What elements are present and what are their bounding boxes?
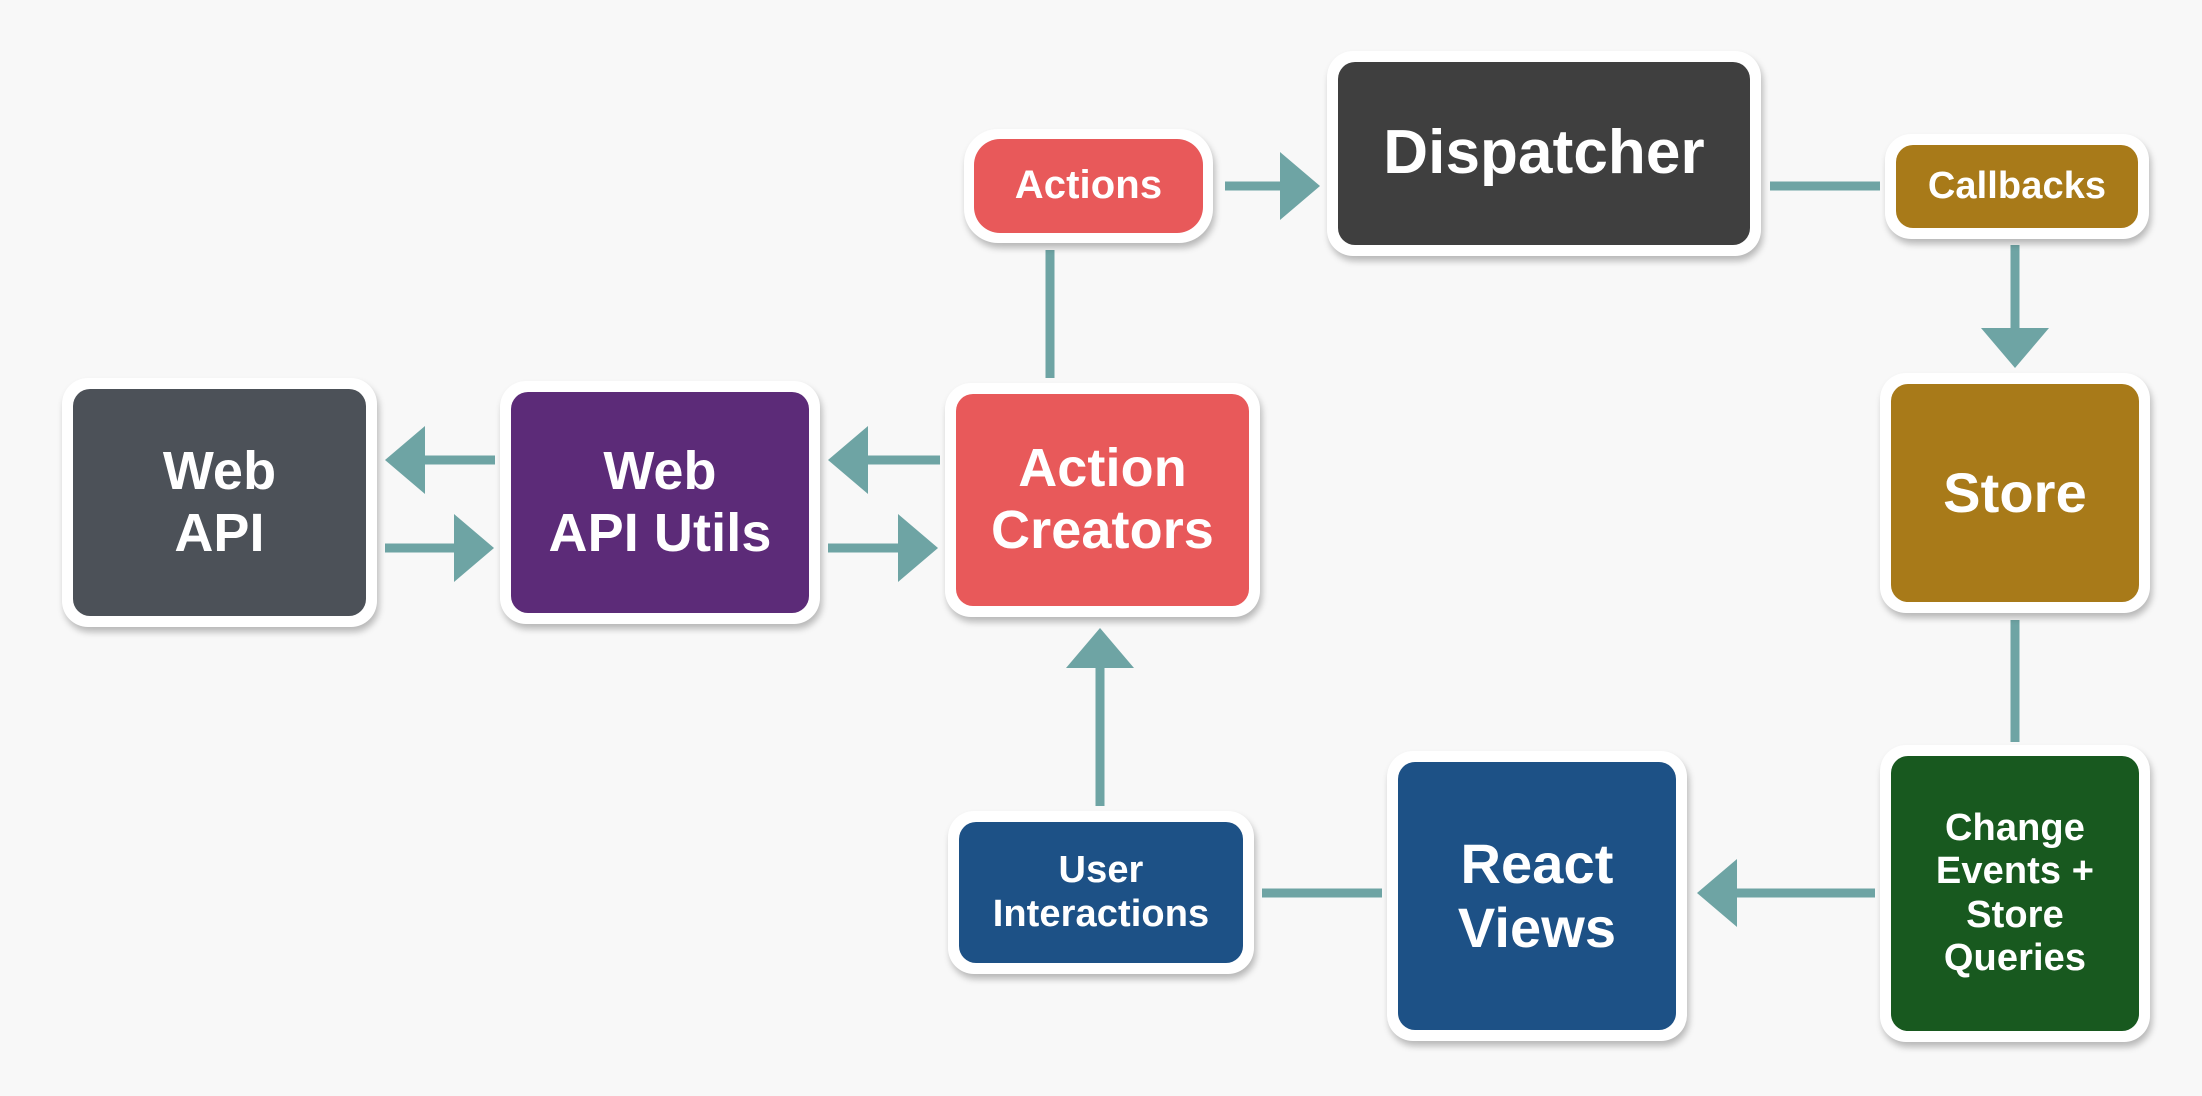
node-label-react-views: React Views: [1398, 762, 1676, 1030]
node-callbacks[interactable]: Callbacks: [1885, 134, 2149, 239]
node-user-interactions[interactable]: User Interactions: [948, 811, 1254, 974]
node-react-views[interactable]: React Views: [1387, 751, 1687, 1041]
node-label-web-api-utils: Web API Utils: [511, 392, 809, 613]
connector-change-events-to-react-views: [1697, 859, 1875, 927]
node-label-actions: Actions: [974, 139, 1203, 233]
connector-web-api-utils-to-action-creators: [828, 514, 938, 582]
arrowhead-icon: [1981, 328, 2049, 368]
arrowhead-icon: [454, 514, 494, 582]
node-store[interactable]: Store: [1880, 373, 2150, 613]
node-dispatcher[interactable]: Dispatcher: [1327, 51, 1761, 256]
connector-actions-to-dispatcher: [1225, 152, 1320, 220]
arrowhead-icon: [1697, 859, 1737, 927]
node-label-dispatcher: Dispatcher: [1338, 62, 1750, 245]
arrowhead-icon: [1280, 152, 1320, 220]
arrowhead-icon: [898, 514, 938, 582]
node-label-change-events-store-queries: Change Events + Store Queries: [1891, 756, 2139, 1031]
arrowhead-icon: [828, 426, 868, 494]
node-action-creators[interactable]: Action Creators: [945, 383, 1260, 617]
node-change-events-store-queries[interactable]: Change Events + Store Queries: [1880, 745, 2150, 1042]
node-label-callbacks: Callbacks: [1896, 145, 2138, 228]
connector-web-api-utils-to-web-api: [385, 426, 495, 494]
connector-action-creators-to-web-api-utils: [828, 426, 940, 494]
connector-web-api-to-web-api-utils: [385, 514, 494, 582]
arrowhead-icon: [385, 426, 425, 494]
node-label-store: Store: [1891, 384, 2139, 602]
connector-callbacks-to-store: [1981, 245, 2049, 368]
node-actions[interactable]: Actions: [964, 129, 1213, 243]
node-label-web-api: Web API: [73, 389, 366, 616]
node-web-api[interactable]: Web API: [62, 378, 377, 627]
arrowhead-icon: [1066, 628, 1134, 668]
node-web-api-utils[interactable]: Web API Utils: [500, 381, 820, 624]
node-label-action-creators: Action Creators: [956, 394, 1249, 606]
connector-user-interactions-to-action-creators: [1066, 628, 1134, 806]
node-label-user-interactions: User Interactions: [959, 822, 1243, 963]
